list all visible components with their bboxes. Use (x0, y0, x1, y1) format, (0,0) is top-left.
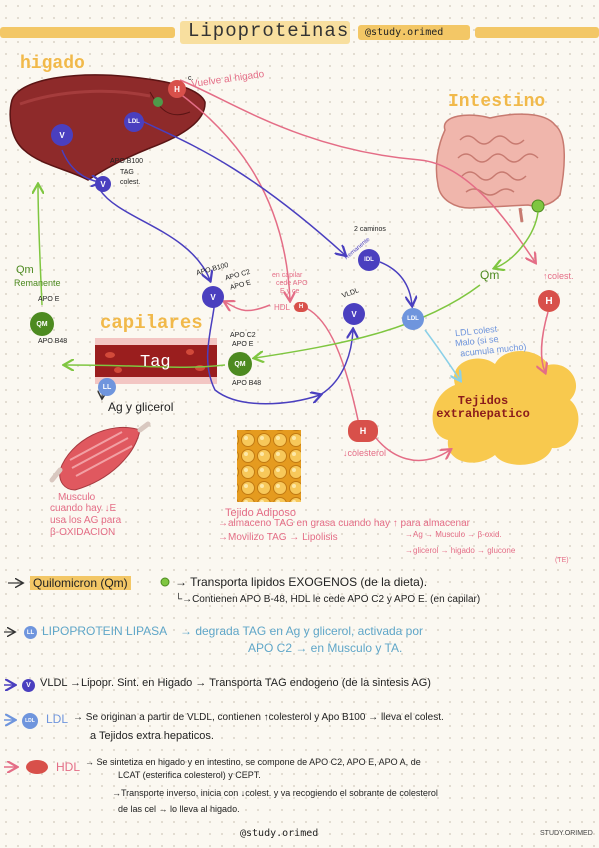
legend-vldl-line1: →Lipopr. Sint. en Higado → Transporta TA… (70, 677, 431, 689)
footer-handle: @study.orimed (240, 828, 319, 839)
apoc2-qm: APO C2 (230, 332, 256, 339)
apo-b48-right: APO B48 (232, 380, 262, 387)
apo-b100-note: APO B100 (110, 158, 144, 165)
ll-badge: LL (98, 378, 116, 396)
legend-hdl-line1: → Se sintetiza en higado y en intestino,… (85, 757, 421, 767)
h-c-note: c. (188, 75, 194, 82)
vldl-badge-small: V (95, 176, 111, 192)
tag-label: Tag (140, 353, 171, 372)
adipose-note-3: →Ag → Musculo → β-oxid. (405, 530, 502, 539)
header-handle: @study.orimed (365, 27, 444, 38)
muscle-note-2: usa los AG para (50, 515, 122, 526)
extrahepatic-cloud (432, 350, 579, 465)
handle-highlight (358, 25, 470, 40)
legend-hdl-line2: LCAT (esterifica colesterol) y CEPT. (118, 770, 261, 780)
legend-hdl-line3: →Transporte inverso, inicia con ↓colest.… (112, 788, 438, 798)
intestine-illustration (435, 113, 566, 223)
legend-ll-line2: APO C2 → en Musculo y TA. (248, 641, 403, 655)
ldl-badge-liver: LDL (124, 112, 144, 132)
tissues-label: Tejidos extrahepatico (436, 394, 530, 421)
footer-brand: STUDY.ORIMED (540, 830, 593, 837)
legend-hdl-name: HDL (56, 760, 81, 774)
colesterol-down: ↓colesterol (343, 448, 387, 458)
hdl-badge-liver: H (168, 80, 186, 98)
muscle-label: Musculo (58, 492, 96, 503)
header-bar-right (475, 27, 599, 38)
legend-vldl-name: VLDL (40, 677, 68, 689)
capillary-illustration (95, 338, 217, 384)
capilar-note-1: en capilar (272, 272, 303, 279)
legend-hdl-line4: de las cel → lo lleva al higado. (118, 804, 240, 814)
muscle-note-1: cuando hay ↓E (50, 503, 117, 514)
remanente-label: Remanente (14, 278, 61, 288)
hdl-cap-label: HDL (274, 303, 291, 312)
colest-note: colest. (120, 179, 141, 186)
legend-ldl-line1: → Se originan a partir de VLDL, contiene… (73, 712, 444, 723)
page-title: Lipoproteinas (188, 20, 350, 42)
vldl-badge-mid: V (202, 286, 224, 308)
legend-ldl-name: LDL (46, 712, 69, 726)
muscle-illustration (49, 421, 151, 491)
intestine-label: Intestino (448, 92, 546, 112)
capilar-note-2: cede APO (276, 280, 308, 287)
hdl-badge-cap: H (294, 302, 308, 312)
adipose-label: Tejido Adiposo (225, 507, 296, 519)
legend-ldl-line2: a Tejidos extra hepaticos. (90, 730, 214, 742)
legend-qm-line2: └→Contienen APO B-48, HDL le cede APO C2… (175, 594, 481, 605)
header-bar-left (0, 27, 175, 38)
muscle-note-3: β-OXIDACION (50, 527, 116, 538)
dos-caminos: 2 caminos (354, 226, 386, 233)
legend-qm-row: Quilomicron (Qm) (30, 576, 131, 590)
legend-ll-badge: LL (24, 626, 37, 639)
adipose-note-2: →Movilizo TAG → Lipolisis (218, 532, 338, 543)
legend-ll-name: LIPOPROTEIN LIPASA (42, 624, 168, 638)
remanente-apoe: APO E (38, 296, 60, 303)
hdl-badge-intestine: H (538, 290, 560, 312)
plus-colest: ↑colest. (543, 271, 574, 281)
legend-qm-name: Quilomicron (Qm) (30, 576, 131, 590)
ldl-badge-blue: LDL (402, 308, 424, 330)
liver-illustration (9, 74, 206, 181)
qm-badge-left: QM (30, 312, 54, 336)
tag-note: TAG (120, 169, 134, 176)
legend-ll-line1: → degrada TAG en Ag y glicerol, activada… (180, 624, 424, 638)
adipose-note-1: →almaceno TAG en grasa cuando hay ↑ para… (218, 518, 470, 529)
legend-vldl-badge: V (22, 679, 35, 692)
legend-ldl-badge: LDL (22, 713, 38, 729)
apo-b48-left: APO B48 (38, 338, 68, 345)
remanente-qm: Qm (16, 264, 34, 276)
idl-badge: IDL (358, 249, 380, 271)
vldl-badge-liver: V (51, 124, 73, 146)
capilar-note-3: E y ce (280, 288, 300, 295)
capillaries-label: capilares (100, 312, 203, 334)
adipose-note-5: (TE) (555, 557, 569, 564)
arrows (38, 79, 549, 462)
ag-glicerol: Ag y glicerol (108, 400, 174, 414)
adipose-illustration (237, 430, 301, 502)
hdl-badge-bottom: H (348, 420, 378, 442)
legend-markers (4, 577, 170, 774)
adipose-note-4: →glicerol → higado → glucone (405, 546, 516, 555)
liver-label: higado (20, 54, 85, 74)
title-highlight (180, 21, 350, 44)
vldl-badge-right: V (343, 303, 365, 325)
qm-badge-mid: QM (228, 352, 252, 376)
legend-qm-line1: → Transporta lipidos EXOGENOS (de la die… (175, 575, 428, 589)
apoe-qm: APO E (232, 341, 254, 348)
qm-intestine: Qm (480, 268, 500, 282)
